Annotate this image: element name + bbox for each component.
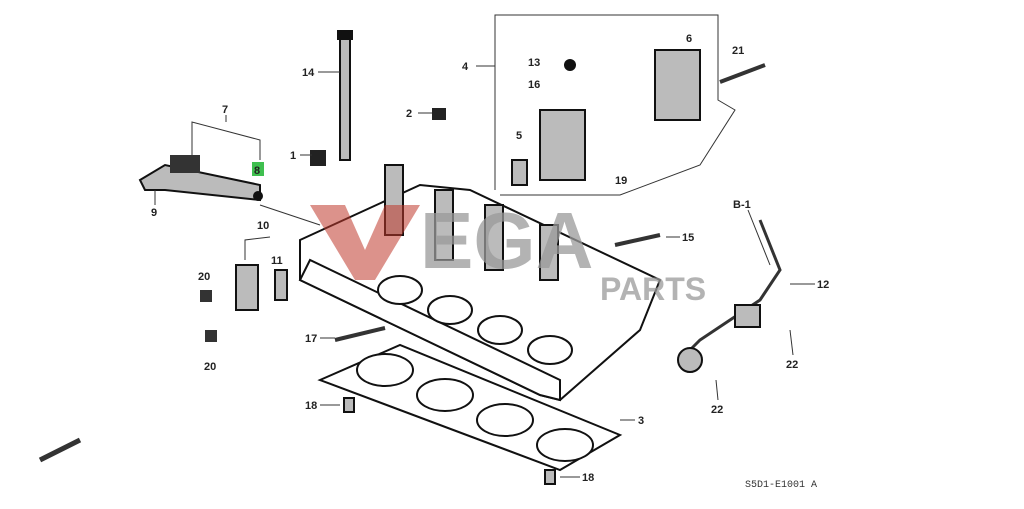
sensor-harness — [677, 219, 782, 373]
label-2: 2 — [406, 108, 412, 120]
label-21: 21 — [732, 45, 744, 57]
vega-parts-watermark: EGA PARTS — [310, 196, 706, 307]
head-bolt — [337, 30, 353, 161]
label-7: 7 — [222, 104, 228, 116]
label-4: 4 — [462, 61, 469, 73]
head-gasket — [317, 343, 623, 472]
label-18b: 18 — [582, 472, 594, 484]
label-8: 8 — [254, 165, 260, 177]
label-22a: 22 — [786, 359, 798, 371]
label-9: 9 — [151, 207, 157, 219]
small-parts — [38, 108, 661, 485]
watermark-logo-v — [310, 205, 420, 280]
watermark-sub-text: PARTS — [600, 271, 706, 307]
label-14: 14 — [302, 67, 315, 79]
label-10: 10 — [257, 220, 269, 232]
label-18a: 18 — [305, 400, 317, 412]
label-22b: 22 — [711, 404, 723, 416]
label-5: 5 — [516, 130, 522, 142]
label-17: 17 — [305, 333, 317, 345]
label-11: 11 — [271, 255, 283, 267]
watermark-logo-text: EGA — [420, 196, 593, 285]
label-13: 13 — [528, 57, 540, 69]
label-3: 3 — [638, 415, 644, 427]
label-1: 1 — [290, 150, 296, 162]
spool-valve-assembly — [138, 155, 264, 202]
label-19: 19 — [615, 175, 627, 187]
leader-lines — [154, 65, 815, 478]
label-20b: 20 — [204, 361, 216, 373]
diagram-code: S5D1-E1001 A — [745, 480, 817, 491]
vtc-solenoid — [511, 49, 766, 186]
label-6: 6 — [686, 33, 692, 45]
label-16: 16 — [528, 79, 540, 91]
label-20a: 20 — [198, 271, 210, 283]
label-12: 12 — [817, 279, 829, 291]
callout-labels: 7 14 2 1 4 13 16 5 19 6 21 9 8 10 20 11 … — [151, 33, 829, 491]
label-b1: B-1 — [733, 199, 751, 211]
label-15: 15 — [682, 232, 694, 244]
highlighted-part — [252, 162, 264, 176]
